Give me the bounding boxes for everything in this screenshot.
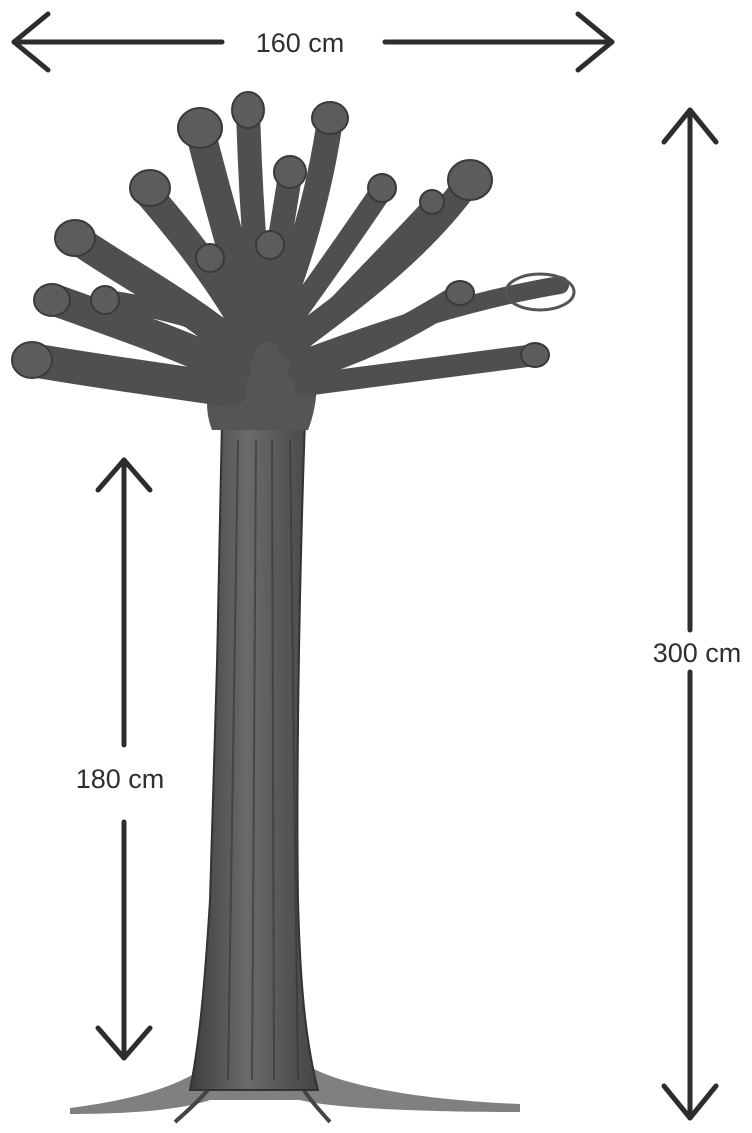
- trunk-height-label: 180 cm: [76, 764, 165, 794]
- tree-illustration: [12, 92, 574, 1122]
- width-label: 160 cm: [256, 28, 345, 58]
- total-height-label: 300 cm: [653, 638, 742, 668]
- total-height-arrow: [664, 110, 716, 1118]
- trunk-height-arrow: [98, 460, 150, 1058]
